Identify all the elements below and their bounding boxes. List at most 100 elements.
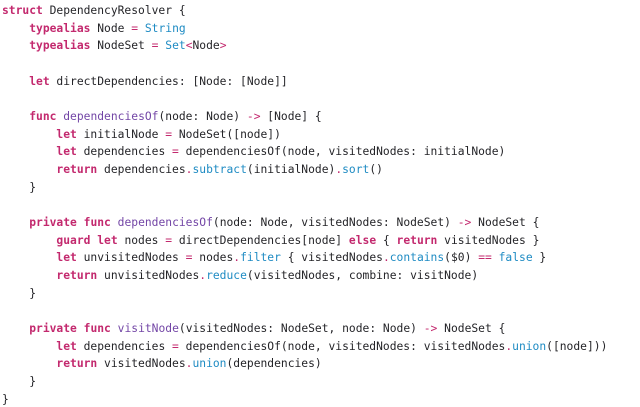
code-token: (dependencies) — [226, 357, 322, 371]
code-token: typealias — [29, 21, 91, 35]
code-token — [2, 163, 56, 176]
code-token: func — [83, 216, 111, 230]
code-token: unvisitedNodes — [76, 251, 186, 265]
code-token: () — [369, 163, 383, 177]
code-line: private func visitNode(visitedNodes: Nod… — [2, 320, 640, 338]
code-line — [2, 196, 640, 214]
code-token: return — [56, 357, 98, 371]
code-token: = — [172, 145, 179, 159]
code-token: private — [29, 322, 77, 336]
code-token: let — [56, 145, 77, 159]
code-line: struct DependencyResolver { — [2, 2, 640, 20]
code-line: return unvisitedNodes.reduce(visitedNode… — [2, 267, 640, 285]
code-token: return — [396, 233, 438, 247]
code-token: -> — [423, 322, 438, 336]
code-token: visitedNodes } — [437, 233, 540, 247]
code-token: . — [505, 339, 513, 353]
code-line: return visitedNodes.union(dependencies) — [2, 355, 640, 373]
code-token: struct — [2, 4, 43, 17]
code-token: dependencies — [97, 163, 186, 177]
code-token: nodes — [192, 251, 234, 265]
code-token: dependenciesOf(node, visitedNodes: initi… — [178, 145, 506, 159]
code-token: Node — [192, 39, 220, 53]
code-token: > — [219, 39, 227, 53]
code-token: -> — [457, 216, 472, 230]
code-token: let — [56, 339, 77, 353]
code-line: private func dependenciesOf(node: Node, … — [2, 214, 640, 232]
code-token: } — [2, 180, 37, 194]
code-line: let unvisitedNodes = nodes.filter { visi… — [2, 249, 640, 267]
code-line — [2, 90, 640, 108]
code-token — [138, 22, 145, 35]
code-token: (node: Node, visitedNodes: NodeSet) — [212, 216, 458, 230]
code-token — [2, 216, 29, 229]
code-token: sort — [342, 163, 370, 177]
code-token: dependenciesOf — [63, 110, 159, 124]
code-token: return — [56, 269, 98, 283]
code-token: visitNode — [117, 322, 179, 336]
code-token: directDependencies[node] — [172, 233, 349, 247]
code-line — [2, 55, 640, 73]
code-token: else — [348, 233, 377, 247]
code-token: let — [56, 127, 77, 141]
code-token: private — [29, 216, 77, 230]
code-line: typealias NodeSet = Set<Node> — [2, 37, 640, 55]
code-line: func dependenciesOf(node: Node) -> [Node… — [2, 108, 640, 126]
code-token: { — [376, 233, 397, 247]
code-token: NodeSet { — [437, 322, 506, 336]
code-token: == — [478, 251, 492, 265]
code-token: = — [165, 127, 173, 141]
code-token: dependencies — [76, 339, 173, 353]
code-token: (visitedNodes, combine: visitNode) — [246, 269, 479, 283]
code-token: func — [83, 322, 111, 336]
code-token: = — [131, 21, 139, 35]
code-token: return — [56, 163, 98, 177]
code-line: } — [2, 179, 640, 197]
code-token: subtract — [192, 163, 247, 177]
code-token — [2, 39, 29, 52]
code-token — [2, 251, 56, 264]
code-token — [2, 340, 56, 353]
code-token — [2, 110, 29, 123]
code-token — [2, 269, 56, 282]
code-token: Set — [165, 39, 186, 53]
code-token — [77, 216, 84, 229]
code-token: { visitedNodes — [280, 251, 383, 265]
code-token — [77, 322, 84, 335]
code-token: dependenciesOf(node, visitedNodes: visit… — [178, 339, 506, 353]
code-token: ($0) — [444, 251, 479, 265]
code-line: let directDependencies: [Node: [Node]] — [2, 73, 640, 91]
code-token: false — [498, 251, 533, 265]
code-token: String — [144, 21, 186, 35]
code-token: = — [185, 251, 193, 265]
code-token: NodeSet — [90, 39, 152, 53]
code-token — [492, 251, 499, 264]
code-token: . — [185, 163, 193, 177]
code-token: (visitedNodes: NodeSet, node: Node) — [178, 322, 424, 336]
code-token: = — [165, 233, 173, 247]
code-token: typealias — [29, 39, 91, 53]
code-token: filter — [240, 251, 281, 265]
code-token: union — [192, 357, 227, 371]
code-token: directDependencies: [Node: [Node]] — [49, 74, 288, 88]
code-token — [111, 322, 118, 335]
code-token: let — [56, 251, 77, 265]
code-line: return dependencies.subtract(initialNode… — [2, 161, 640, 179]
code-token: let — [29, 74, 50, 88]
code-token — [111, 216, 118, 229]
code-token — [2, 22, 29, 35]
code-token: < — [185, 39, 193, 53]
code-token — [2, 145, 56, 158]
code-token: . — [185, 357, 193, 371]
code-token: [Node] { — [260, 110, 322, 124]
code-token: (node: Node) — [158, 110, 247, 124]
code-token: } — [2, 392, 9, 406]
code-token: NodeSet { — [471, 216, 540, 230]
code-token: func — [29, 110, 57, 124]
code-token: union — [512, 339, 547, 353]
code-line: } — [2, 391, 640, 407]
code-line: } — [2, 373, 640, 391]
code-token: initialNode — [76, 127, 166, 141]
code-token: . — [233, 251, 241, 265]
